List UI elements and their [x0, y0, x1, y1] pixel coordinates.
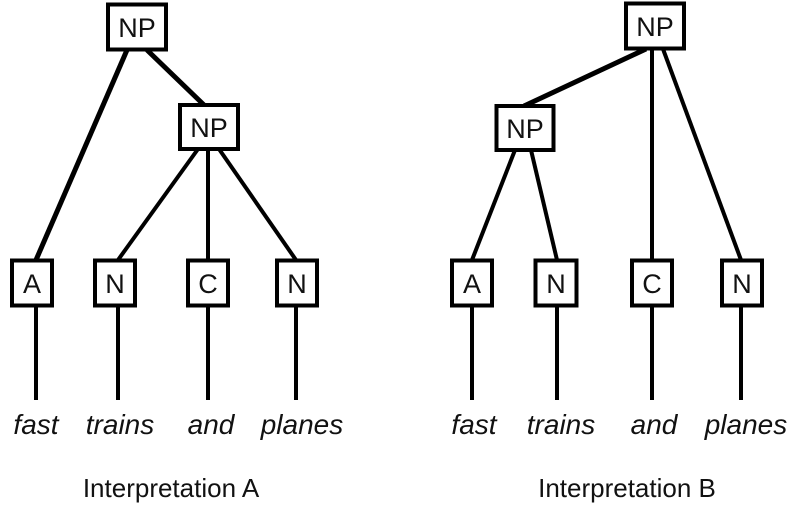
- tree-caption-tree-b: Interpretation B: [538, 473, 716, 503]
- node-box-b-np-sub[interactable]: [494, 104, 556, 152]
- node-box-b-noun1[interactable]: [533, 258, 579, 308]
- node-box-b-adj[interactable]: [450, 258, 494, 308]
- node-box-a-conj[interactable]: [186, 258, 230, 308]
- node-box-a-np-root[interactable]: [106, 2, 168, 52]
- leaf-word-a-word-fast: fast: [13, 409, 59, 440]
- tree-edge-a-e-root-adj: [33, 49, 130, 261]
- node-label-b-noun1: N: [546, 269, 566, 299]
- node-label-a-np-root: NP: [118, 13, 156, 43]
- tree-caption-tree-a: Interpretation A: [83, 473, 260, 503]
- node-label-a-np-sub: NP: [190, 113, 228, 143]
- leaf-word-b-word-and: and: [631, 409, 679, 440]
- node-box-b-conj[interactable]: [630, 258, 674, 308]
- node-label-a-noun1: N: [105, 269, 125, 299]
- leaf-word-a-word-and: and: [188, 409, 236, 440]
- node-label-a-noun2: N: [287, 269, 307, 299]
- node-box-a-np-sub[interactable]: [178, 103, 240, 151]
- tree-edge-a-e-npsub-n2: [217, 147, 298, 262]
- node-label-b-conj: C: [642, 269, 662, 299]
- node-box-a-adj[interactable]: [10, 258, 54, 308]
- node-label-b-adj: A: [463, 269, 481, 299]
- tree-edge-b-e-npsub-adj: [470, 149, 517, 261]
- leaf-word-b-word-fast: fast: [451, 409, 497, 440]
- leaf-word-a-word-planes: planes: [260, 409, 344, 440]
- tree-edge-a-e-root-npsub: [145, 48, 206, 107]
- node-label-b-np-root: NP: [636, 12, 674, 42]
- tree-edge-b-e-npsub-n1: [529, 149, 559, 261]
- node-box-a-noun2[interactable]: [275, 258, 319, 308]
- node-box-a-noun1[interactable]: [93, 258, 137, 308]
- node-box-b-noun2[interactable]: [720, 258, 764, 308]
- leaf-word-b-word-trains: trains: [527, 409, 595, 440]
- node-label-a-conj: C: [198, 269, 218, 299]
- leaf-word-b-word-planes: planes: [704, 409, 788, 440]
- tree-edge-b-e-root-npsub: [522, 46, 648, 109]
- node-label-b-np-sub: NP: [506, 114, 544, 144]
- node-label-b-noun2: N: [732, 269, 752, 299]
- tree-edge-a-e-npsub-n1: [116, 147, 200, 262]
- tree-edge-b-e-root-n2: [661, 48, 743, 261]
- node-box-b-np-root[interactable]: [624, 1, 686, 51]
- node-label-a-adj: A: [23, 269, 41, 299]
- leaf-word-a-word-trains: trains: [86, 409, 154, 440]
